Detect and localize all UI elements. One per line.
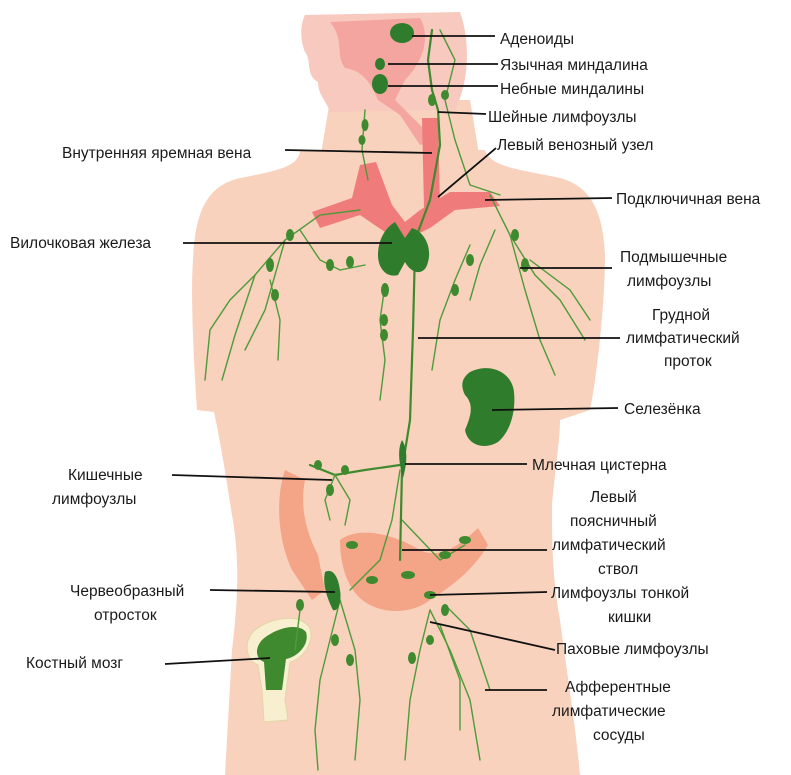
label-appendix-line2: отросток <box>94 607 157 624</box>
label-lumbar-trunk-line3: лимфатический <box>552 537 666 554</box>
label-thoracic-duct-line1: Грудной <box>652 307 710 324</box>
label-subclavian-vein: Подключичная вена <box>616 191 761 208</box>
label-cisterna-chyli: Млечная цистерна <box>532 457 667 474</box>
label-palatine-tonsils: Небные миндалины <box>500 81 644 98</box>
label-jugular-vein: Внутренняя яремная вена <box>62 145 252 162</box>
label-left-venous-angle: Левый венозный узел <box>497 137 653 154</box>
label-lingual-tonsil: Язычная миндалина <box>500 57 648 74</box>
label-bone-marrow: Костный мозг <box>26 655 123 672</box>
label-thoracic-duct-line3: проток <box>664 353 712 370</box>
label-thoracic-duct-line2: лимфатический <box>626 330 740 347</box>
label-lumbar-trunk-line4: ствол <box>598 561 638 578</box>
label-lumbar-trunk-line1: Левый <box>590 489 637 506</box>
label-intestinal-nodes-line2: лимфоузлы <box>52 491 136 508</box>
label-small-intestine-nodes-line2: кишки <box>608 609 651 626</box>
label-thymus: Вилочковая железа <box>10 235 151 252</box>
label-adenoids: Аденоиды <box>500 31 574 48</box>
label-appendix-line1: Червеобразный <box>70 583 184 600</box>
adenoids-organ <box>390 23 414 43</box>
label-small-intestine-nodes-line1: Лимфоузлы тонкой <box>551 585 689 602</box>
label-axillary-nodes-line2: лимфоузлы <box>627 273 711 290</box>
label-afferent-vessels-line3: сосуды <box>593 727 645 744</box>
label-spleen: Селезёнка <box>624 401 701 418</box>
palatine-tonsils-organ <box>372 74 388 94</box>
lingual-tonsil-organ <box>375 58 385 70</box>
label-cervical-nodes: Шейные лимфоузлы <box>488 109 637 126</box>
label-axillary-nodes-line1: Подмышечные <box>620 249 727 266</box>
label-inguinal-nodes: Паховые лимфоузлы <box>556 641 709 658</box>
label-afferent-vessels-line2: лимфатические <box>552 703 666 720</box>
label-afferent-vessels-line1: Афферентные <box>565 679 671 696</box>
label-intestinal-nodes-line1: Кишечные <box>68 467 143 484</box>
label-lumbar-trunk-line2: поясничный <box>570 513 657 530</box>
